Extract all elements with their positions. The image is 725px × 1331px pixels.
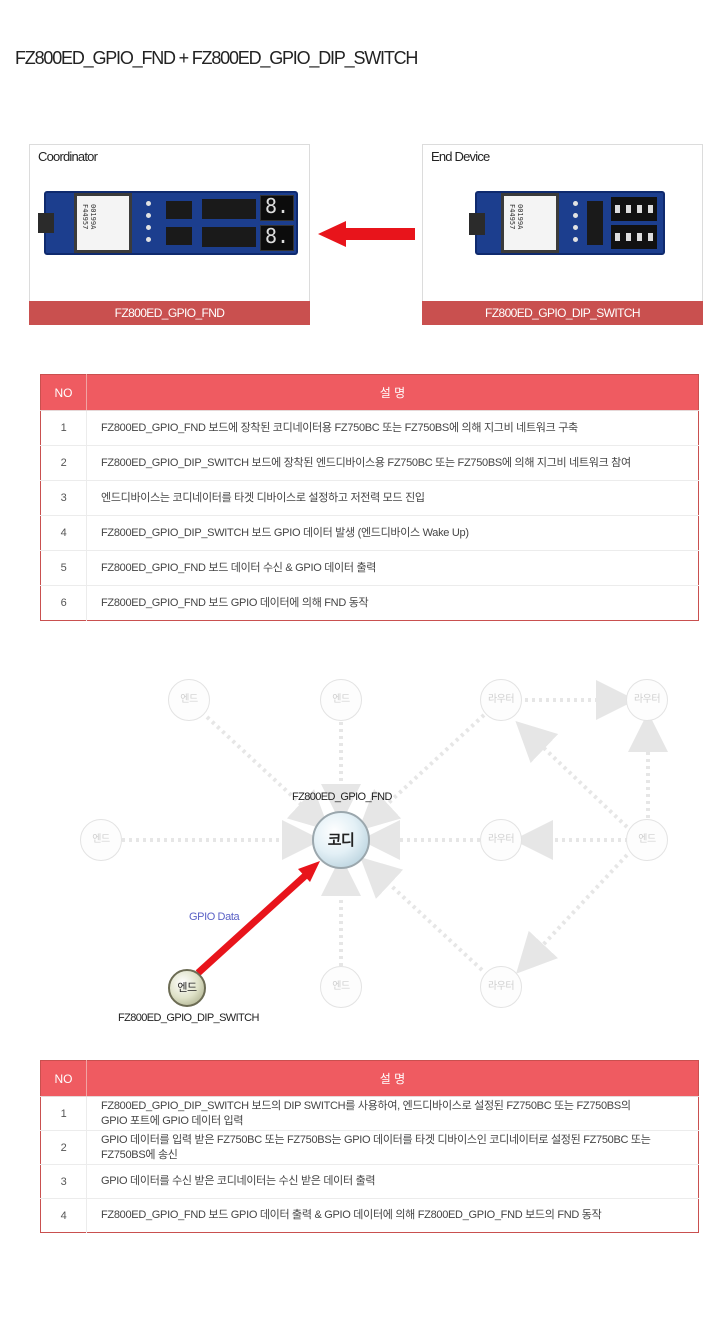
end-device-card: End Device 00199A F44957 FZ800ED_GPIO_DI… (422, 144, 703, 325)
table1-header-desc: 설 명 (86, 374, 699, 411)
router-node: 라우터 (480, 819, 522, 861)
table-row: 3 GPIO 데이터를 수신 받은 코디네이터는 수신 받은 데이터 출력 (40, 1164, 699, 1199)
table-row: 4 FZ800ED_GPIO_FND 보드 GPIO 데이터 출력 & GPIO… (40, 1198, 699, 1233)
dip-switch-board-image: 00199A F44957 (469, 191, 665, 255)
table2-header-no: NO (40, 1060, 87, 1097)
end-node: 엔드 (626, 819, 668, 861)
link-router-bottom (360, 857, 484, 972)
coordinator-board-name: FZ800ED_GPIO_FND (29, 301, 310, 325)
coordinator-card: Coordinator 00199A F44957 8. 8. FZ800ED_… (29, 144, 310, 325)
table-row: 2 GPIO 데이터를 입력 받은 FZ750BC 또는 FZ750BS는 GP… (40, 1130, 699, 1165)
dip-switch-top (611, 197, 657, 221)
link-end-tl (205, 715, 330, 831)
dip-switch-bottom (611, 225, 657, 249)
zigbee-module: 00199A F44957 (74, 193, 132, 253)
fnd-display-bottom: 8. (260, 225, 294, 251)
end-node: 엔드 (320, 679, 362, 721)
end-node: 엔드 (320, 966, 362, 1008)
table2-header-desc: 설 명 (86, 1060, 699, 1097)
end-device-board-name: FZ800ED_GPIO_DIP_SWITCH (422, 301, 703, 325)
end-node: 엔드 (80, 819, 122, 861)
end-node: 엔드 (168, 679, 210, 721)
fnd-board-image: 00199A F44957 8. 8. (38, 191, 298, 255)
gpio-arrow-head-icon (298, 861, 320, 882)
network-diagram (122, 680, 668, 976)
router-node: 라우터 (480, 679, 522, 721)
transfer-arrow-icon (318, 221, 415, 247)
table-row: 1 FZ800ED_GPIO_DIP_SWITCH 보드의 DIP SWITCH… (40, 1096, 699, 1131)
gpio-data-link (195, 861, 320, 976)
link-end-router-bottom (516, 853, 629, 974)
router-node: 라우터 (480, 966, 522, 1008)
dotted-links (122, 680, 668, 974)
zigbee-module: 00199A F44957 (501, 193, 559, 253)
page-title: FZ800ED_GPIO_FND + FZ800ED_GPIO_DIP_SWIT… (15, 48, 418, 68)
end-device-board-label: FZ800ED_GPIO_DIP_SWITCH (118, 1012, 259, 1024)
end-device-label: End Device (431, 149, 490, 164)
link-end-router-top (515, 720, 629, 829)
coordinator-board-label: FZ800ED_GPIO_FND (292, 791, 392, 803)
link-router-top (358, 713, 486, 831)
coordinator-node: 코디 (312, 811, 370, 869)
table1-header-no: NO (40, 374, 87, 411)
fnd-display-top: 8. (260, 195, 294, 221)
gpio-data-label: GPIO Data (189, 911, 240, 923)
router-node: 라우터 (626, 679, 668, 721)
active-end-node: 엔드 (168, 969, 206, 1007)
coordinator-label: Coordinator (38, 149, 98, 164)
description-table-2: NO 설 명 1 FZ800ED_GPIO_DIP_SWITCH 보드의 DIP… (40, 1060, 699, 1233)
